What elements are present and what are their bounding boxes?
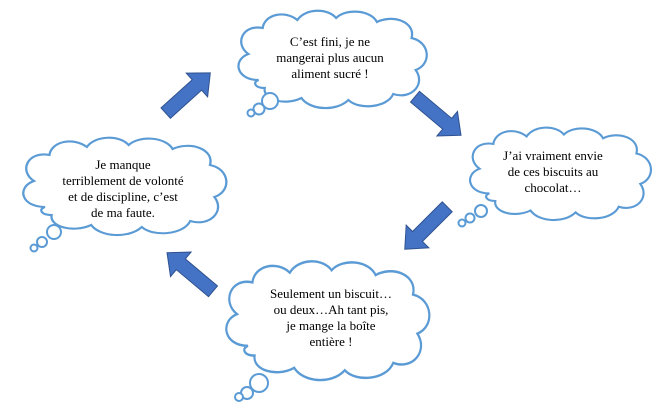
thought-dot-small xyxy=(246,108,256,118)
thought-dot-large xyxy=(46,224,62,240)
bubble-text-right: J’ai vraiment envie de ces biscuits au c… xyxy=(503,148,603,195)
bubble-text-left: Je manque terriblement de volonté et de … xyxy=(62,157,184,220)
arrow-bottom-to-left xyxy=(166,251,219,298)
thought-dot-large xyxy=(249,373,269,393)
thought-dot-medium xyxy=(252,102,266,116)
arrow-left-to-top xyxy=(160,72,211,119)
thought-dot-medium xyxy=(464,212,476,224)
thought-dot-medium xyxy=(36,236,48,248)
arrow-right-to-bottom xyxy=(404,201,453,250)
thought-dot-small xyxy=(29,243,39,253)
thought-dot-large xyxy=(474,204,488,218)
arrow-top-to-right xyxy=(409,90,462,137)
thought-dot-small xyxy=(234,392,244,402)
bubble-text-top: C’est fini, je ne mangerai plus aucun al… xyxy=(276,34,384,81)
thought-dot-small xyxy=(457,218,467,228)
thought-dot-large xyxy=(261,92,279,110)
bubble-text-bottom: Seulement un biscuit… ou deux…Ah tant pi… xyxy=(269,286,393,349)
